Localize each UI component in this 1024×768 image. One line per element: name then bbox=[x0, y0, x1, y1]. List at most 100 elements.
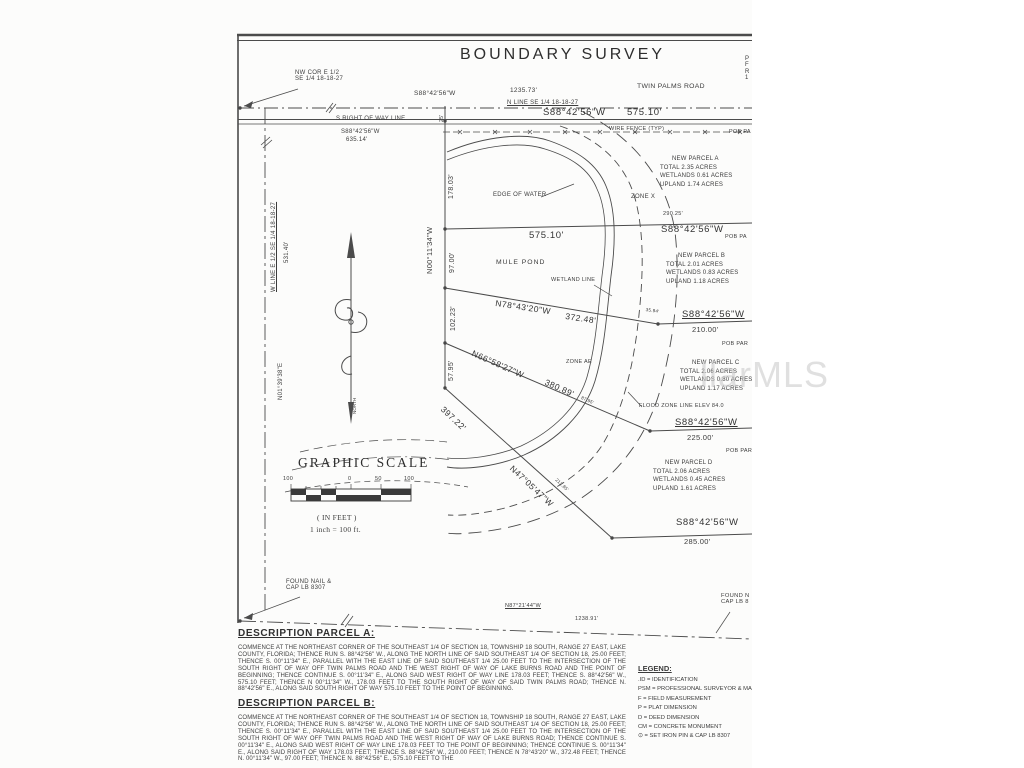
wetland-line-label: WETLAND LINE bbox=[551, 277, 596, 283]
east3-distance: 225.00' bbox=[687, 433, 714, 442]
leader-wetland bbox=[593, 284, 613, 297]
parcel-name: NEW PARCEL A bbox=[672, 156, 719, 162]
clipped-line: F bbox=[745, 62, 749, 69]
clipped-line: 1 bbox=[745, 74, 749, 81]
parcel-info-d: NEW PARCEL D TOTAL 2.06 ACRES WETLANDS 0… bbox=[653, 459, 726, 494]
parcel-upland: UPLAND 1.18 ACRES bbox=[666, 279, 730, 286]
north-line-bearing: S88°42'56"W bbox=[414, 90, 456, 97]
west-bearing: N00°11'34"W bbox=[425, 226, 434, 274]
w-line-distance: 531.40' bbox=[284, 241, 290, 263]
pond-edge-inner bbox=[446, 144, 606, 459]
scan-area: NORTH BOUNDARY SURVEY P F R 1 NW COR E 1… bbox=[237, 33, 752, 763]
parcel-wetlands: WETLANDS 0.61 ACRES bbox=[660, 173, 733, 180]
w-line-bearing: N01°39'38"E bbox=[278, 362, 284, 400]
parcel-total: TOTAL 2.01 ACRES bbox=[666, 261, 724, 268]
leader-found-ne bbox=[715, 611, 731, 634]
leader-flood-zone bbox=[627, 391, 643, 408]
parcel-wetlands: WETLANDS 0.83 ACRES bbox=[666, 270, 739, 277]
pob-parcel-a: POB PA bbox=[729, 129, 751, 135]
east1-bearing: S88°42'56"W bbox=[661, 224, 724, 235]
leader-found-nail bbox=[243, 596, 301, 619]
row-distance: 635.14' bbox=[346, 137, 368, 143]
row-main-bearing: S88°42'56"W bbox=[543, 107, 606, 118]
w-line-label: W LINE E 1/2 SE 1/4 18-18-27 bbox=[271, 201, 277, 292]
clipped-right-text: P F R 1 bbox=[745, 56, 750, 81]
line-n47 bbox=[444, 387, 613, 539]
east3-pob: POB PAR bbox=[726, 448, 752, 454]
east2-bearing: S88°42'56"W bbox=[682, 309, 745, 320]
edge-of-water-label: EDGE OF WATER bbox=[493, 192, 547, 198]
parcel-name: NEW PARCEL C bbox=[692, 360, 740, 366]
wire-fence-label: WIRE FENCE (TYP) bbox=[609, 126, 665, 132]
scale-units: ( IN FEET ) bbox=[317, 513, 357, 522]
page-title: BOUNDARY SURVEY bbox=[460, 46, 666, 63]
seg-57: 57.95' bbox=[448, 360, 455, 381]
description-a-body: COMMENCE AT THE NORTHEAST CORNER OF THE … bbox=[238, 645, 626, 693]
clipped-line: P bbox=[745, 56, 750, 62]
east1-distance: 290.25' bbox=[663, 211, 683, 217]
scale-tick-0: 0 bbox=[348, 476, 352, 482]
scale-tick-100r: 100 bbox=[404, 476, 415, 482]
legend-item: D = DEED DIMENSION bbox=[638, 714, 700, 721]
east2-pob: POB PAR bbox=[722, 341, 749, 347]
scale-ratio: 1 inch = 100 ft. bbox=[310, 525, 361, 534]
parcel-info-c: NEW PARCEL C TOTAL 2.06 ACRES WETLANDS 0… bbox=[680, 359, 752, 394]
legend-item: .ID = IDENTIFICATION bbox=[638, 677, 698, 683]
row-bearing: S88°42'56"W bbox=[341, 129, 380, 135]
legend-item: CM = CONCRETE MONUMENT bbox=[638, 724, 722, 731]
legend-item: F = FIELD MEASUREMENT bbox=[638, 695, 712, 702]
seg-97: 97.00' bbox=[449, 252, 456, 273]
parcel-upland: UPLAND 1.61 ACRES bbox=[653, 486, 717, 493]
parcel-upland: UPLAND 1.17 ACRES bbox=[680, 386, 744, 393]
found-ne-line1: FOUND N bbox=[721, 593, 750, 599]
road-name: TWIN PALMS ROAD bbox=[637, 83, 705, 90]
legend-item: ⊙ = SET IRON PIN & CAP LB 8307 bbox=[638, 733, 731, 740]
north-line-distance: 1235.73' bbox=[510, 87, 538, 94]
survey-drawing: NORTH bbox=[237, 33, 752, 640]
line-n66 bbox=[444, 342, 651, 432]
parcel-total: TOTAL 2.06 ACRES bbox=[680, 368, 738, 375]
line-n78 bbox=[444, 287, 659, 325]
zone-ae-label: ZONE AE bbox=[566, 359, 592, 365]
flood-zone-label: FLOOD ZONE LINE ELEV 84.0 bbox=[639, 403, 724, 409]
east2-distance: 210.00' bbox=[692, 325, 719, 334]
corner-points bbox=[238, 106, 660, 623]
fence-x-marks bbox=[457, 129, 743, 135]
s-row-label: S RIGHT OF WAY LINE bbox=[336, 116, 406, 122]
graphic-scale-title: GRAPHIC SCALE bbox=[298, 455, 430, 470]
pond-edge-outer bbox=[446, 135, 615, 469]
parcel-info-b: NEW PARCEL B TOTAL 2.01 ACRES WETLANDS 0… bbox=[666, 252, 739, 287]
seg-102: 102.23' bbox=[450, 306, 457, 331]
found-nail-line1: FOUND NAIL & bbox=[286, 579, 332, 585]
line-285 bbox=[611, 533, 752, 539]
parcel-wetlands: WETLANDS 0.45 ACRES bbox=[653, 477, 726, 484]
row-main-distance: 575.10' bbox=[627, 107, 663, 118]
description-b-body: COMMENCE AT THE NORTHEAST CORNER OF THE … bbox=[238, 715, 626, 763]
line-575 bbox=[444, 222, 752, 230]
leader-nw-cor bbox=[243, 88, 299, 107]
leader-edge-of-water bbox=[540, 183, 575, 198]
scale-tick-50: 50 bbox=[375, 476, 382, 482]
legend-item: P = PLAT DIMENSION bbox=[638, 705, 697, 712]
wetland-line-path bbox=[447, 125, 643, 516]
legend-item: PSM = PROFESSIONAL SURVEYOR & MA bbox=[638, 686, 752, 693]
description-a-title: DESCRIPTION PARCEL A: bbox=[238, 628, 375, 639]
section-line-south bbox=[239, 620, 752, 640]
mls-watermark: llarMLS bbox=[700, 354, 830, 395]
scale-bar bbox=[290, 484, 412, 502]
east4-distance: 285.00' bbox=[684, 537, 711, 546]
found-ne-line2: CAP LB 8 bbox=[721, 599, 749, 606]
line-225 bbox=[649, 427, 752, 432]
nw-corner-line2: SE 1/4 18-18-27 bbox=[295, 76, 344, 83]
parcel-total: TOTAL 2.35 ACRES bbox=[660, 164, 718, 171]
description-b-title: DESCRIPTION PARCEL B: bbox=[238, 698, 376, 709]
zone-x-label: ZONE X bbox=[631, 194, 656, 200]
parcel-wetlands: WETLANDS 0.80 ACRES bbox=[680, 377, 752, 384]
nw-corner-note: NW COR E 1/2 SE 1/4 18-18-27 bbox=[295, 70, 343, 83]
parcel-upland: UPLAND 1.74 ACRES bbox=[660, 182, 724, 189]
scale-tick-100l: 100 bbox=[283, 476, 294, 482]
offset-25: 25' bbox=[439, 114, 445, 122]
east4-bearing: S88°42'56"W bbox=[676, 517, 739, 528]
n-line-label: N LINE SE 1/4 18-18-27 bbox=[507, 100, 579, 106]
